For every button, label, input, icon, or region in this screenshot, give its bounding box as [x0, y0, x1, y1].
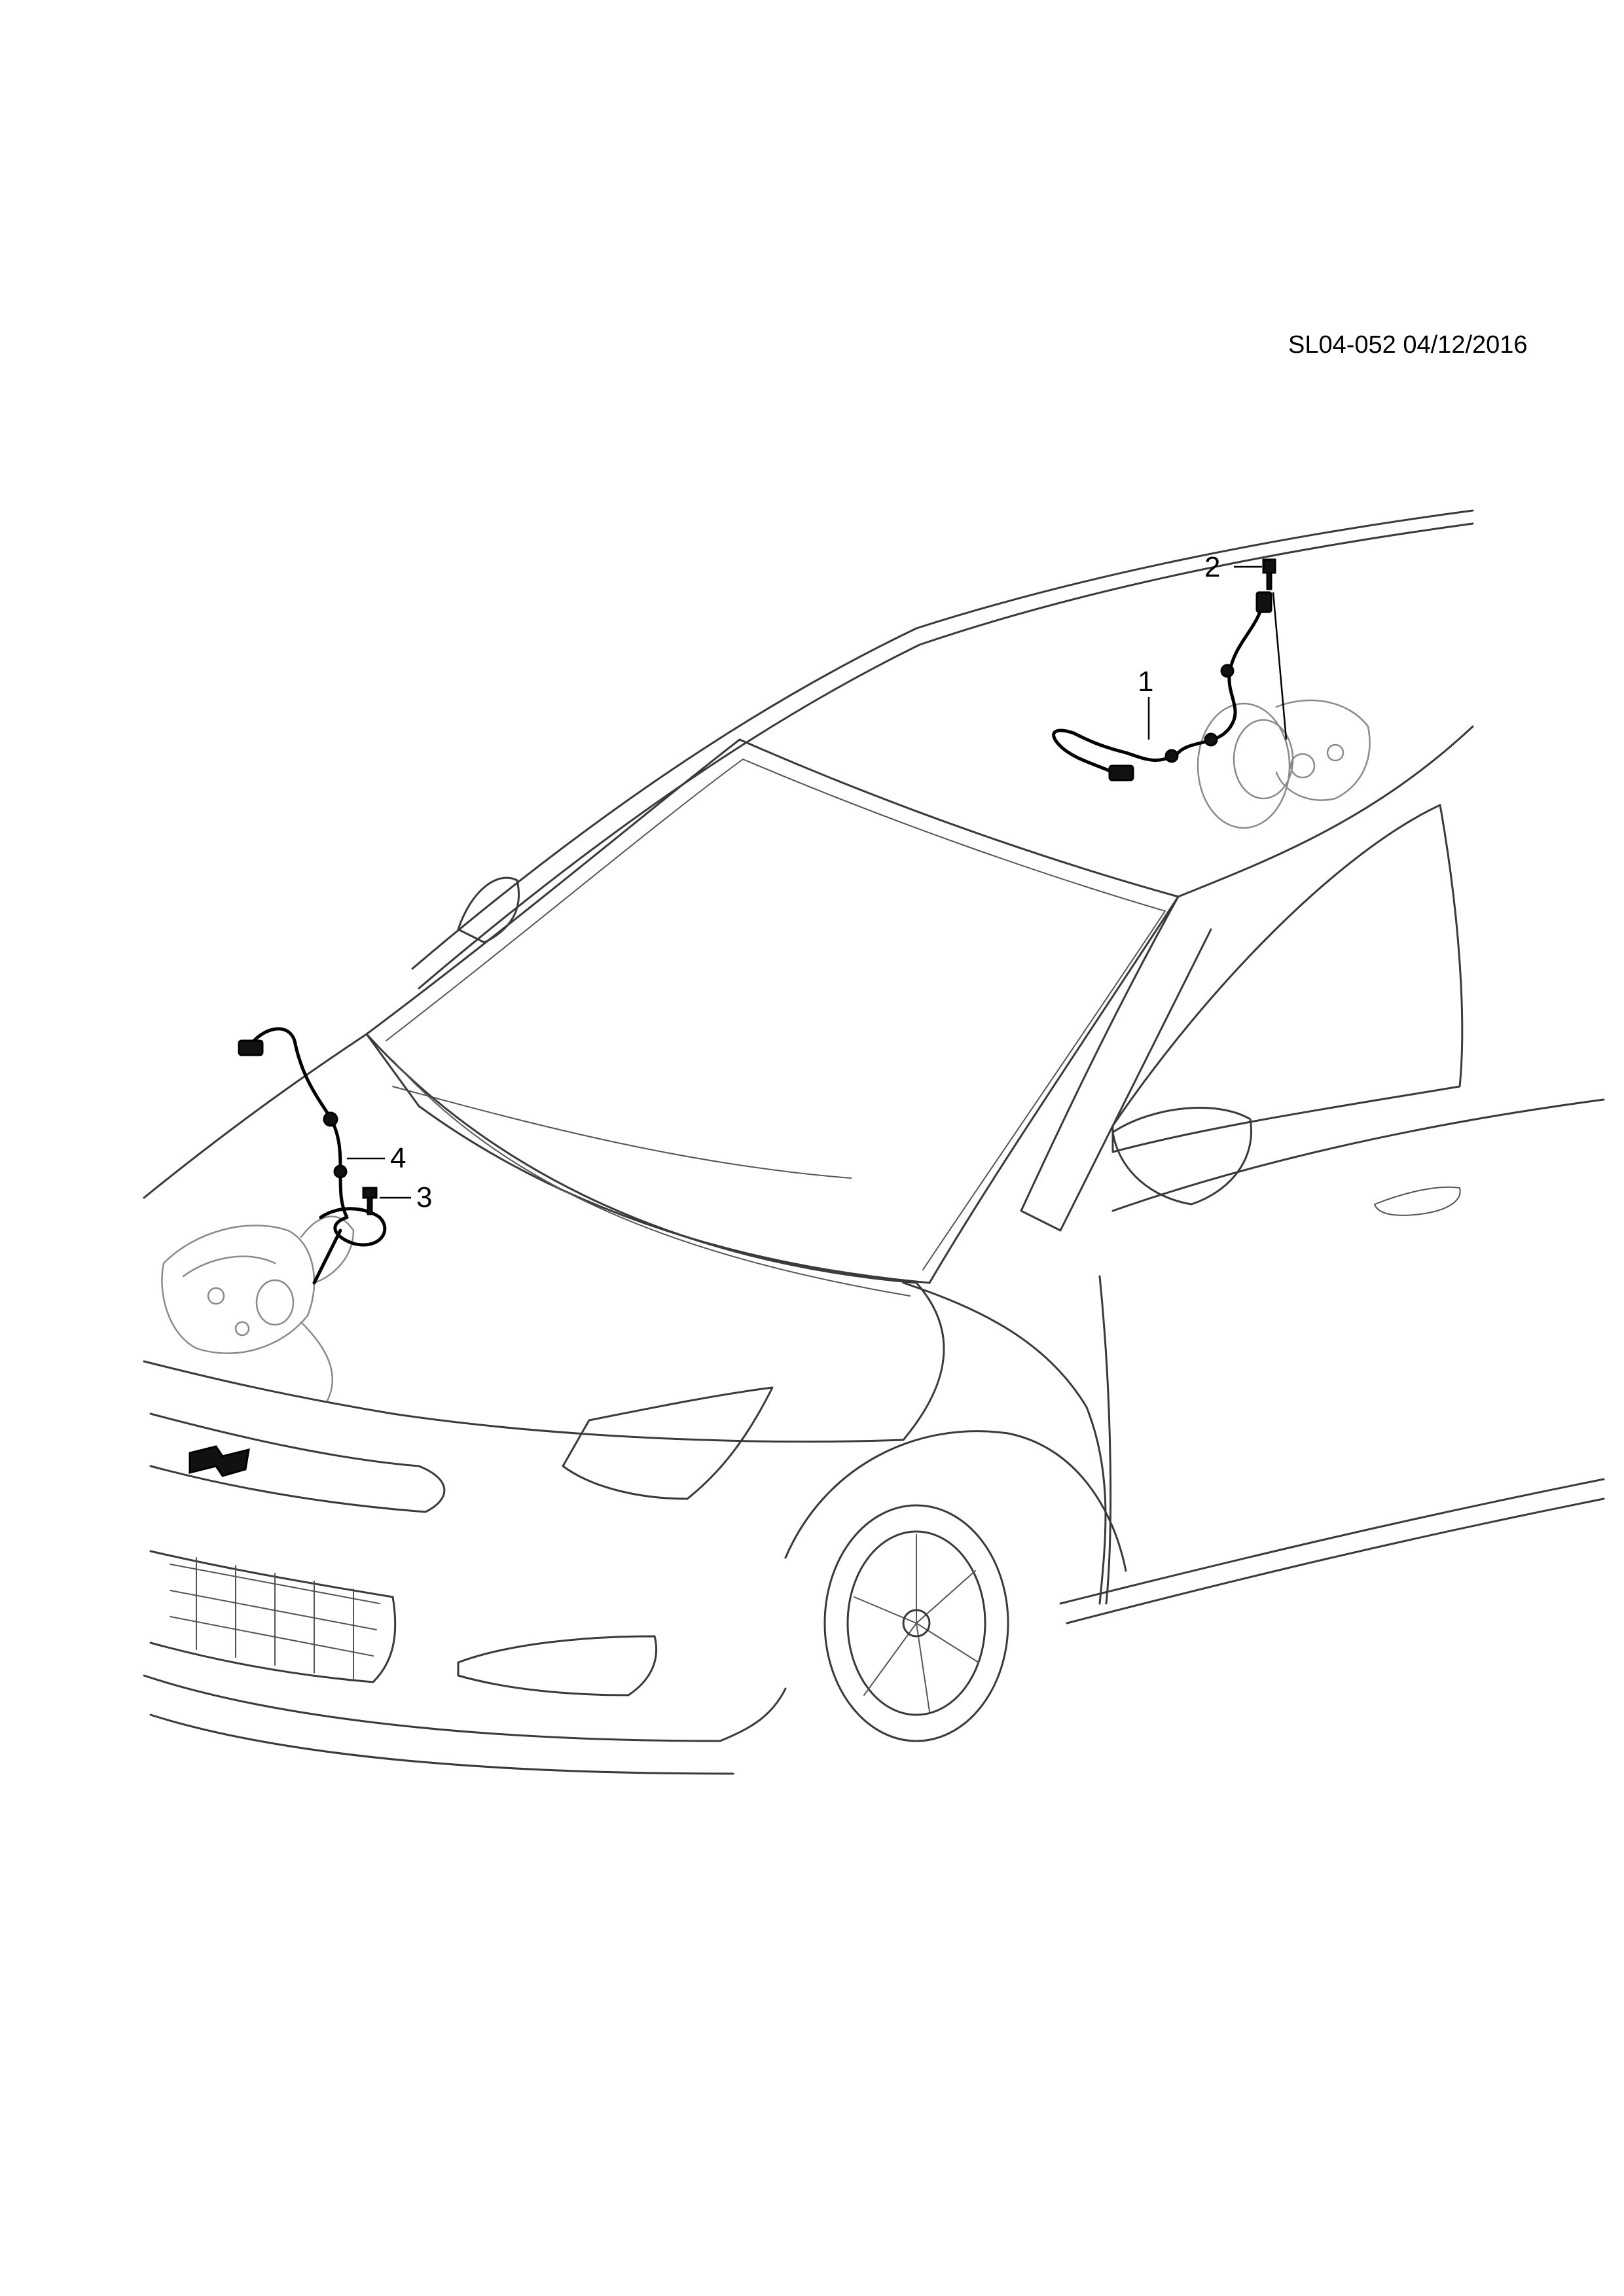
front-sensor-bracket: [319, 1207, 387, 1247]
door-handle: [1374, 1186, 1461, 1216]
mirror-left: [457, 876, 520, 944]
headlight-left: [562, 1386, 774, 1500]
callout-4: 4: [390, 1142, 406, 1174]
door-line: [1098, 1275, 1112, 1605]
windshield-inner: [386, 759, 1166, 1270]
bumper-lower: [149, 1713, 734, 1775]
front-wheel-tire: [823, 1504, 1009, 1742]
roof-outline: [411, 509, 1474, 970]
front-brake-assembly: [161, 1215, 355, 1402]
a-pillar: [1020, 895, 1212, 1232]
reference-code: SL04-052 04/12/2016: [1288, 331, 1528, 359]
callout-1: 1: [1138, 666, 1154, 698]
front-sensor-harness: [247, 1027, 349, 1219]
rear-bolt-axis: [1272, 592, 1288, 740]
front-harness-clip-a: [323, 1111, 338, 1127]
wheel-arch: [784, 1430, 1127, 1572]
rear-sensor-harness: [1052, 600, 1265, 774]
roof-inner-line: [418, 522, 1474, 990]
rocker-panel: [1059, 1478, 1605, 1605]
rocker-lower: [1066, 1498, 1605, 1624]
front-harness-clip-b: [333, 1164, 348, 1179]
rear-brake-assembly: [1197, 699, 1371, 829]
grille-mesh: [170, 1557, 380, 1680]
front-sensor-probe: [312, 1229, 342, 1285]
front-sensor-connector: [238, 1039, 264, 1056]
callout-3: 3: [416, 1181, 433, 1213]
rear-sensor-connector: [1108, 764, 1134, 781]
mirror-right: [1111, 1107, 1252, 1206]
wheel-hub: [902, 1609, 931, 1638]
front-bumper: [143, 1674, 787, 1742]
upper-grille: [149, 1412, 446, 1513]
front-sensor-bolt: [362, 1187, 378, 1215]
rear-sensor-bolt: [1262, 558, 1276, 590]
side-body-line: [1111, 1098, 1605, 1212]
wiper-line: [392, 1086, 852, 1179]
lower-grille: [149, 1550, 397, 1683]
rear-harness-clip-b: [1204, 732, 1218, 747]
front-wheel-rim: [846, 1530, 986, 1716]
windshield-frame: [365, 738, 1180, 1284]
callout-2: 2: [1204, 551, 1221, 583]
hood-outline: [143, 1033, 945, 1443]
front-fender: [902, 1282, 1107, 1605]
rear-harness-clip-c: [1164, 749, 1179, 763]
rear-sensor-bracket: [1255, 591, 1272, 613]
fog-light: [457, 1635, 658, 1696]
wheel-spokes: [854, 1534, 979, 1712]
side-window: [1111, 804, 1464, 1153]
brand-emblem: [189, 1445, 250, 1477]
rear-harness-clip-a: [1220, 664, 1235, 678]
hood-crease: [392, 1060, 911, 1297]
rear-quarter: [1177, 725, 1474, 898]
